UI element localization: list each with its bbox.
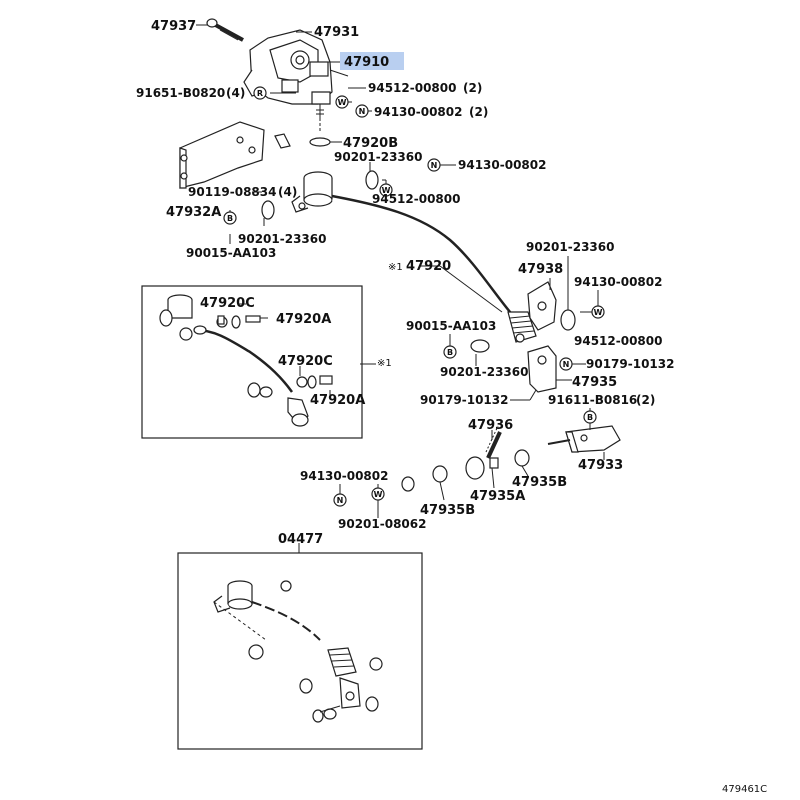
- collar-47935A: [489, 457, 499, 469]
- symbol-circle: B: [583, 410, 597, 424]
- svg-text:W: W: [382, 186, 391, 195]
- label-47937: 47937: [151, 19, 196, 34]
- svg-text:B: B: [587, 413, 593, 422]
- label-94512-qty: (2): [463, 81, 482, 95]
- symbol-circle: W: [335, 95, 349, 109]
- bolt-47936: [486, 431, 502, 459]
- clip-47938: [527, 281, 557, 331]
- symbol-circle: N: [355, 104, 369, 118]
- label-47920A-1: 47920A: [276, 312, 331, 327]
- oring-47920B: [309, 137, 331, 147]
- svg-text:R: R: [257, 89, 263, 98]
- union-fitting-left: [261, 170, 379, 220]
- inset-box-04477: [177, 552, 423, 750]
- label-90119-qty: (4): [278, 185, 297, 199]
- label-47933: 47933: [578, 458, 623, 473]
- label-47935: 47935: [572, 375, 617, 390]
- label-inset-mark: ※1: [377, 358, 392, 369]
- label-94512-00800-a: 94512-00800: [368, 81, 456, 95]
- label-90201-23360-a: 90201-23360: [334, 150, 422, 164]
- label-90119-08834: 90119-08834: [188, 185, 276, 199]
- load-sensing-valve-47910: [243, 29, 349, 132]
- label-47920: 47920: [406, 259, 451, 274]
- label-91651-qty: (4): [226, 86, 245, 100]
- label-47935A: 47935A: [470, 489, 525, 504]
- symbol-circle: W: [371, 487, 385, 501]
- svg-text:B: B: [447, 348, 453, 357]
- label-94512-00800-c: 94512-00800: [574, 334, 662, 348]
- bushing-47935B-left: [432, 465, 448, 483]
- label-90015-AA103-b: 90015-AA103: [406, 319, 496, 333]
- svg-text:W: W: [594, 308, 603, 317]
- inset-box-1: [141, 285, 363, 439]
- label-47920C-1: 47920C: [200, 296, 255, 311]
- label-91611-qty: (2): [636, 393, 655, 407]
- inset-1-parts: [159, 294, 333, 427]
- svg-text:W: W: [338, 98, 347, 107]
- label-04477: 04477: [278, 532, 323, 547]
- label-47920C-2: 47920C: [278, 354, 333, 369]
- label-47920-mark: ※1: [388, 262, 403, 273]
- pipe-47920: [331, 194, 516, 319]
- label-90201-23360-d: 90201-23360: [440, 365, 528, 379]
- bolt-47937: [206, 18, 244, 42]
- label-47920B: 47920B: [343, 136, 398, 151]
- diagram-code: 479461C: [722, 784, 767, 795]
- label-94130-00802-a: 94130-00802: [374, 105, 462, 119]
- label-90201-23360-c: 90201-23360: [526, 240, 614, 254]
- label-47932A: 47932A: [166, 205, 221, 220]
- svg-text:N: N: [431, 161, 438, 170]
- label-47935B-1: 47935B: [512, 475, 567, 490]
- gasket-90201-right: [560, 309, 576, 331]
- svg-text:B: B: [227, 214, 233, 223]
- bushing-47935A: [465, 456, 485, 480]
- label-94130-qty: (2): [469, 105, 488, 119]
- part-labels: 47937 47931 47910 91651-B0820 (4) 94512-…: [136, 19, 767, 795]
- symbol-circle: N: [333, 493, 347, 507]
- bracket-47932A: [179, 121, 291, 189]
- label-94512-00800-b: 94512-00800: [372, 192, 460, 206]
- symbol-circle: R: [253, 86, 267, 100]
- svg-text:N: N: [563, 360, 570, 369]
- label-47931: 47931: [314, 25, 359, 40]
- label-94130-00802-c: 94130-00802: [574, 275, 662, 289]
- label-91611-B0816: 91611-B0816: [548, 393, 637, 407]
- gasket-90201-lower: [470, 339, 490, 353]
- label-47936: 47936: [468, 418, 513, 433]
- label-47910-highlighted: 47910: [344, 55, 389, 70]
- label-90179-10132-a: 90179-10132: [586, 357, 674, 371]
- symbol-circle: W: [379, 183, 393, 197]
- bushing-47935B-right: [514, 449, 530, 467]
- pipe-end-fitting-right: [507, 311, 537, 343]
- inset-04477-parts: [213, 580, 383, 723]
- label-94130-00802-b: 94130-00802: [458, 158, 546, 172]
- symbol-circle: B: [443, 345, 457, 359]
- symbol-circle: N: [559, 357, 573, 371]
- label-47920A-2: 47920A: [310, 393, 365, 408]
- label-90015-AA103-a: 90015-AA103: [186, 246, 276, 260]
- washer-row: [401, 476, 415, 492]
- label-90201-08062: 90201-08062: [338, 517, 426, 531]
- highlight-47910: [340, 52, 404, 70]
- bracket-47933: [547, 425, 621, 453]
- label-47935B-2: 47935B: [420, 503, 475, 518]
- svg-text:W: W: [374, 490, 383, 499]
- label-91651-B0820: 91651-B0820: [136, 86, 225, 100]
- svg-text:N: N: [359, 107, 366, 116]
- label-90179-10132-b: 90179-10132: [420, 393, 508, 407]
- symbol-circle: N: [427, 158, 441, 172]
- symbol-circle: B: [223, 211, 237, 225]
- label-90201-23360-b: 90201-23360: [238, 232, 326, 246]
- symbol-circle: W: [591, 305, 605, 319]
- label-47938: 47938: [518, 262, 563, 277]
- bracket-47935: [527, 345, 557, 393]
- svg-text:N: N: [337, 496, 344, 505]
- label-94130-00802-d: 94130-00802: [300, 469, 388, 483]
